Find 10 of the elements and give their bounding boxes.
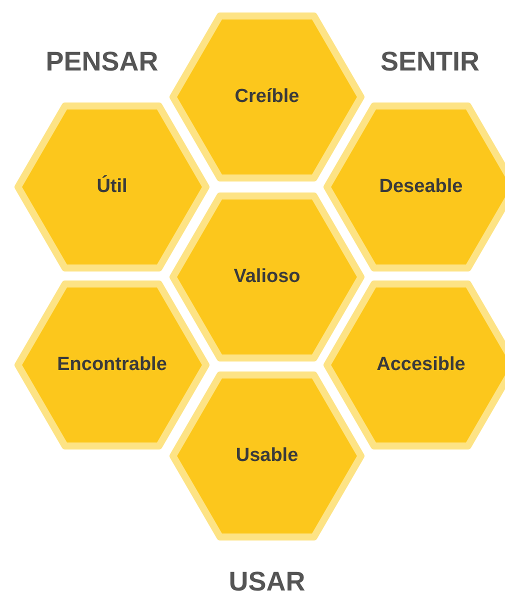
hexagon-label: Valioso bbox=[234, 266, 300, 288]
hexagon-label: Accesible bbox=[376, 354, 466, 376]
hexagon-label: Útil bbox=[96, 176, 128, 198]
hexagon-label: Creíble bbox=[234, 86, 300, 108]
category-heading: PENSAR bbox=[46, 46, 158, 78]
category-heading: SENTIR bbox=[380, 46, 480, 78]
hexagon-label: Usable bbox=[236, 445, 298, 467]
category-heading: USAR bbox=[228, 566, 306, 596]
hexagon-label: Deseable bbox=[379, 176, 463, 198]
hexagon-label: Encontrable bbox=[57, 354, 167, 376]
